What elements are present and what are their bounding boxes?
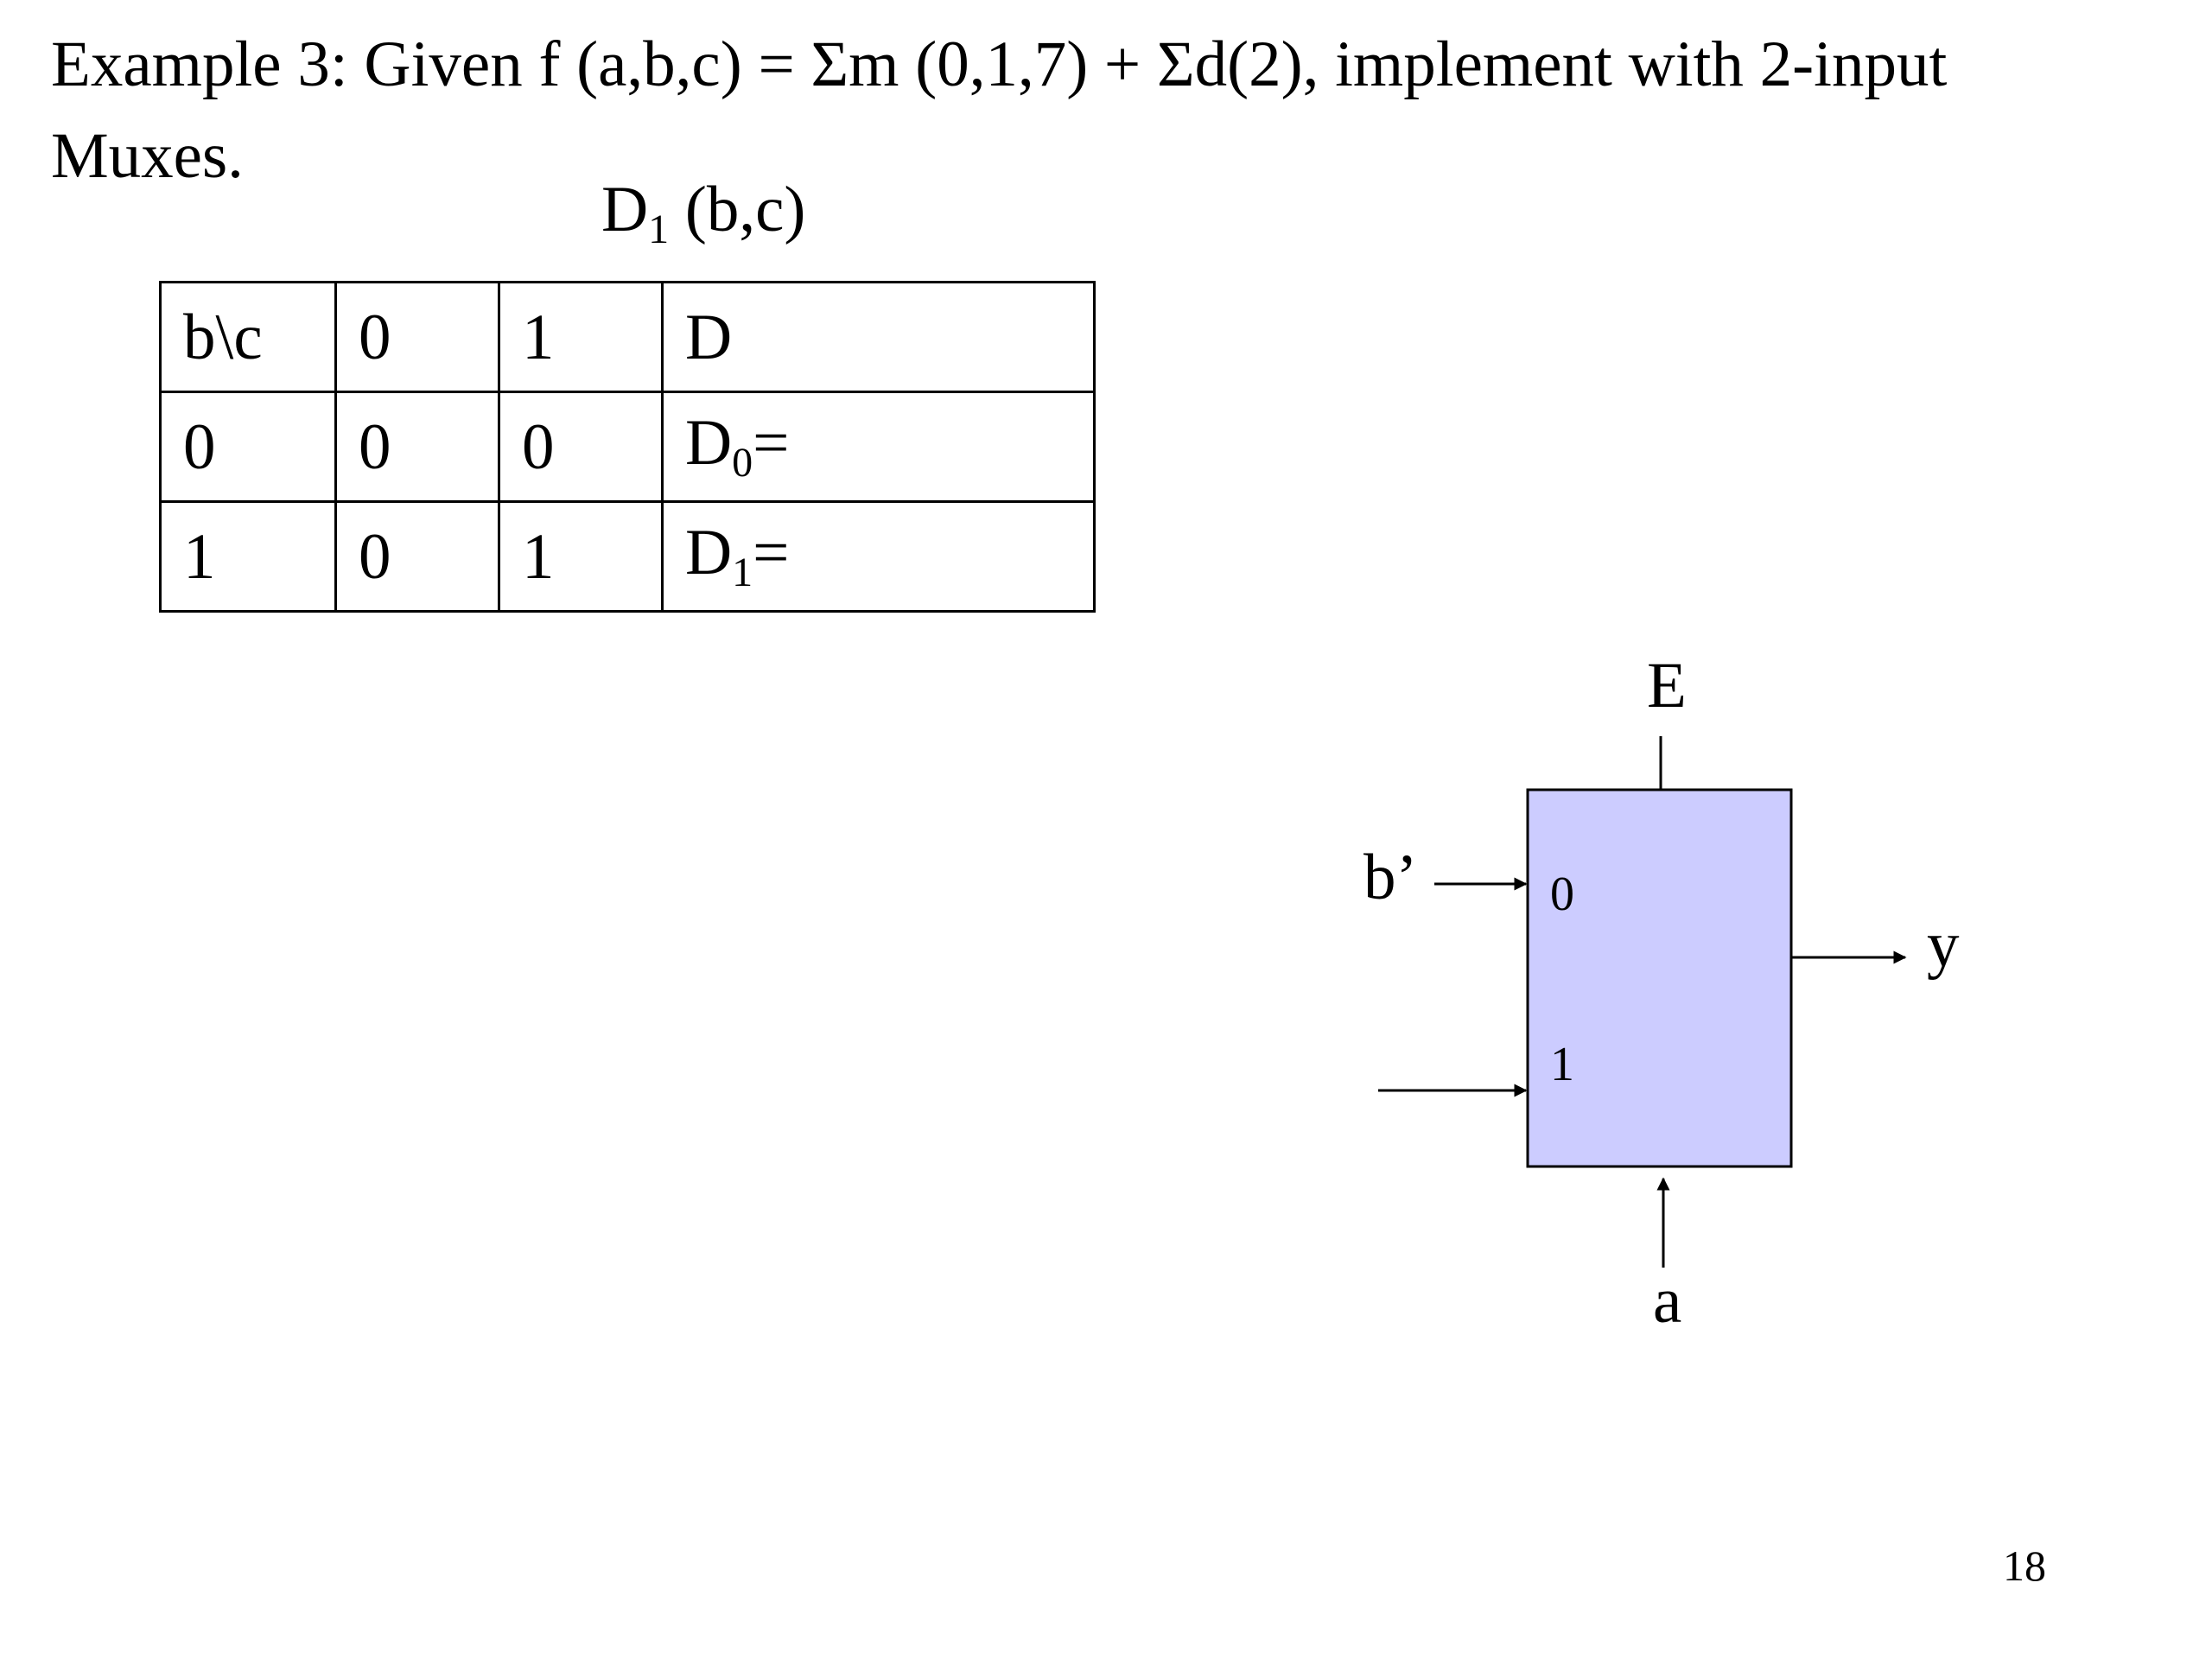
header-cell-c1: 1 [498, 281, 664, 393]
table-caption-main: D [601, 174, 649, 245]
header-cell-bc: b\c [159, 281, 337, 393]
input0-signal-label: b’ [1363, 842, 1417, 913]
slide-title: Example 3: Given f (a,b,c) = Σm (0,1,7) … [51, 29, 1948, 192]
header-cell-c0: 0 [334, 281, 500, 393]
select-label: a [1653, 1265, 1681, 1337]
table-header-row: b\c 0 1 D [159, 281, 1096, 393]
cell-d0: D0= [661, 391, 1096, 503]
cell-d-subscript: 0 [732, 439, 753, 486]
cell-c0: 0 [334, 391, 500, 503]
table-row: 0 0 0 D0= [159, 391, 1096, 503]
cell-c1: 0 [498, 391, 664, 503]
header-cell-d: D [661, 281, 1096, 393]
cell-d1: D1= [661, 500, 1096, 613]
input0-pin-label: 0 [1550, 868, 1574, 921]
cell-b: 0 [159, 391, 337, 503]
cell-d-subscript: 1 [732, 549, 753, 595]
cell-d-equals: = [753, 406, 790, 479]
cell-c1: 1 [498, 500, 664, 613]
table-caption-subscript: 1 [648, 207, 670, 252]
table-row: 1 0 1 D1= [159, 500, 1096, 613]
cell-d-main: D [685, 406, 733, 479]
cell-c0: 0 [334, 500, 500, 613]
table-caption: D1 (b,c) [601, 171, 805, 269]
cell-d-main: D [685, 516, 733, 588]
table-caption-args: (b,c) [669, 174, 806, 245]
input1-pin-label: 1 [1550, 1038, 1574, 1091]
cell-b: 1 [159, 500, 337, 613]
mux-body [1526, 788, 1793, 1168]
truth-table: b\c 0 1 D 0 0 0 D0= 1 0 1 D1= [159, 281, 1096, 613]
output-label: y [1927, 909, 1960, 981]
cell-d-equals: = [753, 516, 790, 588]
page-number: 18 [2003, 1541, 2046, 1590]
enable-label: E [1647, 650, 1687, 721]
